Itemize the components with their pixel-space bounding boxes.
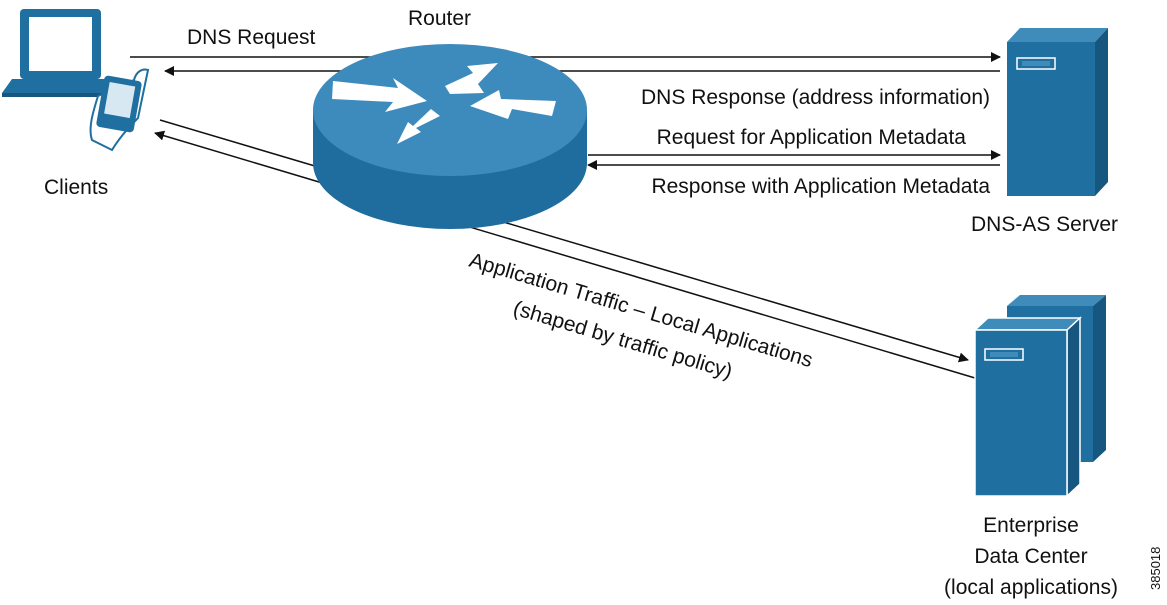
dns-response-label: DNS Response (address information)	[641, 86, 990, 109]
data-center-label-line-2: Data Center	[974, 545, 1087, 568]
dns-request-label: DNS Request	[187, 26, 316, 49]
server-tower-icon	[1007, 28, 1108, 196]
metadata-response-label: Response with Application Metadata	[651, 175, 990, 198]
clients-label: Clients	[44, 176, 108, 199]
dns-as-server-label: DNS-AS Server	[971, 213, 1118, 236]
data-center-label-line-3: (local applications)	[944, 576, 1118, 599]
server-cluster-icon	[973, 295, 1106, 498]
metadata-request-label: Request for Application Metadata	[657, 126, 967, 149]
laptop-and-handheld-icon	[2, 9, 150, 152]
data-center-label-line-1: Enterprise	[983, 514, 1079, 537]
app-traffic-outbound-arrow	[159, 119, 969, 363]
figure-id: 385018	[1148, 547, 1163, 590]
router-label: Router	[408, 7, 471, 30]
router-icon	[313, 44, 587, 229]
app-traffic-return-arrow	[154, 130, 976, 379]
